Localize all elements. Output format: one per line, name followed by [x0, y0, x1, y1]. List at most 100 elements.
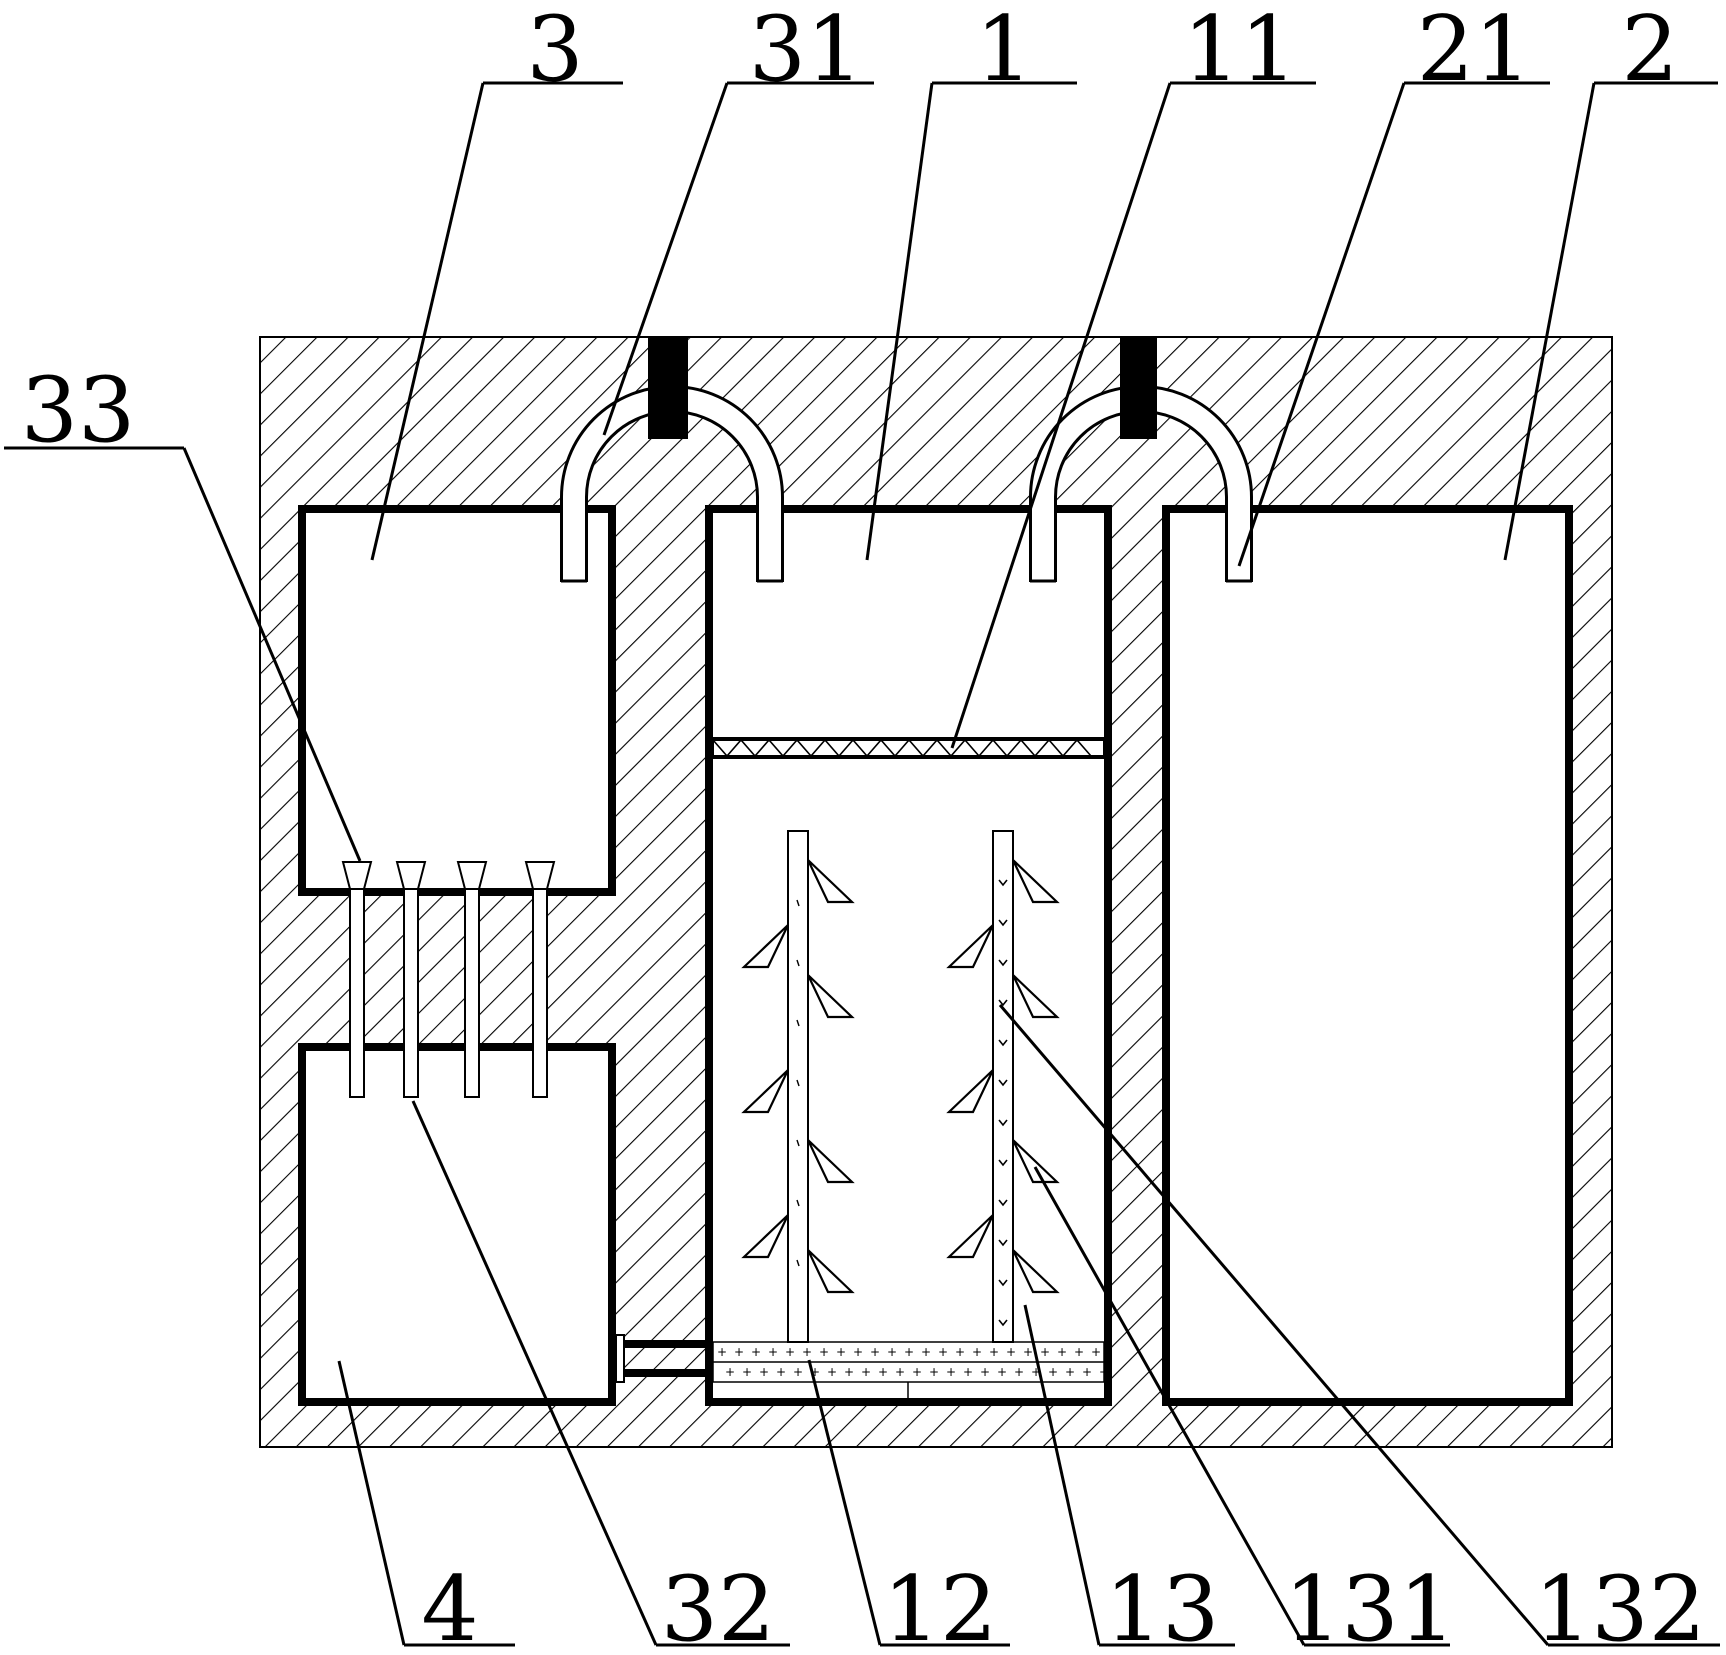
flow-mark: [998, 1119, 1008, 1127]
leaf-right: [807, 1249, 855, 1294]
base-mark: +: [1082, 1365, 1092, 1379]
mesh-pattern: [712, 738, 1092, 758]
filter-mesh-11: [712, 737, 1105, 759]
base-mark: +: [810, 1365, 820, 1379]
base-mark: +: [989, 1345, 999, 1359]
tube-4: [532, 888, 548, 1098]
flow-mark: [998, 1159, 1008, 1167]
flow-mark: [998, 1239, 1008, 1247]
base-mark: +: [895, 1365, 905, 1379]
funnel-3: [456, 861, 488, 890]
label-11: 11: [1183, 0, 1298, 102]
base-mark: +: [759, 1365, 769, 1379]
base-mark: +: [1023, 1345, 1033, 1359]
label-2: 2: [1621, 0, 1678, 102]
leaf-left: [946, 1069, 994, 1114]
stem-mark: [796, 1079, 800, 1087]
leaf-right: [807, 974, 855, 1019]
leaf-right: [1012, 859, 1060, 904]
base-mark: +: [827, 1365, 837, 1379]
base-mark: +: [751, 1345, 761, 1359]
label-3: 3: [526, 0, 583, 102]
base-mark: +: [912, 1365, 922, 1379]
leaf-right: [807, 859, 855, 904]
stem-mark: [796, 899, 800, 907]
base-mark: +: [1031, 1365, 1041, 1379]
base-mark: +: [776, 1365, 786, 1379]
base-mark: +: [878, 1365, 888, 1379]
flow-mark: [998, 919, 1008, 927]
valve-31: [648, 337, 688, 439]
label-4: 4: [421, 1557, 478, 1655]
stem-mark: [796, 1139, 800, 1147]
base-mark: +: [768, 1345, 778, 1359]
base-mark: +: [921, 1345, 931, 1359]
base-mark: +: [980, 1365, 990, 1379]
base-mark: +: [1065, 1365, 1075, 1379]
base-mark: +: [1091, 1345, 1101, 1359]
base-mark: +: [972, 1345, 982, 1359]
base-mark: +: [1099, 1365, 1109, 1379]
tube-3: [464, 888, 480, 1098]
funnel-4: [524, 861, 556, 890]
label-21: 21: [1417, 0, 1532, 102]
base-mark: +: [836, 1345, 846, 1359]
base-mark: +: [1048, 1365, 1058, 1379]
base-mark: +: [955, 1345, 965, 1359]
base-mark: +: [929, 1365, 939, 1379]
base-mark: +: [717, 1345, 727, 1359]
tube-2: [403, 888, 419, 1098]
flow-mark: [998, 999, 1008, 1007]
label-12: 12: [883, 1557, 998, 1655]
tube-1: [349, 888, 365, 1098]
label-1: 1: [975, 0, 1032, 102]
chamber-2: [1162, 505, 1573, 1406]
label-31: 31: [749, 0, 864, 102]
base-mark: +: [853, 1345, 863, 1359]
stem-mark: [796, 1259, 800, 1267]
leaf-left: [741, 924, 789, 969]
stem-right: [992, 830, 1014, 1343]
funnel-1: [341, 861, 373, 890]
leaf-left: [741, 1069, 789, 1114]
base-mark: +: [1040, 1345, 1050, 1359]
base-mark: +: [904, 1345, 914, 1359]
base-mark: +: [734, 1345, 744, 1359]
stem-mark: [796, 1199, 800, 1207]
label-131: 131: [1284, 1557, 1456, 1655]
flow-mark: [998, 1039, 1008, 1047]
base-mark: +: [938, 1345, 948, 1359]
base-mark: +: [887, 1345, 897, 1359]
base-mark: +: [1006, 1345, 1016, 1359]
base-mark: +: [861, 1365, 871, 1379]
base-mark: +: [802, 1345, 812, 1359]
leaf-right: [1012, 974, 1060, 1019]
stem-left: [787, 830, 809, 1343]
base-mark: +: [819, 1345, 829, 1359]
leaf-left: [741, 1214, 789, 1259]
flow-mark: [998, 1319, 1008, 1327]
base-mark: +: [725, 1365, 735, 1379]
flow-mark: [998, 1279, 1008, 1287]
leaves-131: [741, 859, 1060, 1294]
flow-mark: [998, 959, 1008, 967]
base-mark: +: [844, 1365, 854, 1379]
funnel-2: [395, 861, 427, 890]
base-mark: +: [785, 1345, 795, 1359]
base-mark: +: [742, 1365, 752, 1379]
stem-mark: [796, 959, 800, 967]
leaf-right: [807, 1139, 855, 1184]
leaf-right: [1012, 1249, 1060, 1294]
flow-mark: [998, 1079, 1008, 1087]
chamber-1: [705, 505, 1112, 1406]
base-mark: +: [946, 1365, 956, 1379]
base-mark: +: [997, 1365, 1007, 1379]
tubes-32: [341, 861, 556, 1098]
label-132: 132: [1534, 1557, 1706, 1655]
base-mark: +: [963, 1365, 973, 1379]
base-mark: +: [793, 1365, 803, 1379]
base-mark: +: [1057, 1345, 1067, 1359]
flow-mark: [998, 879, 1008, 887]
label-32: 32: [661, 1557, 776, 1655]
